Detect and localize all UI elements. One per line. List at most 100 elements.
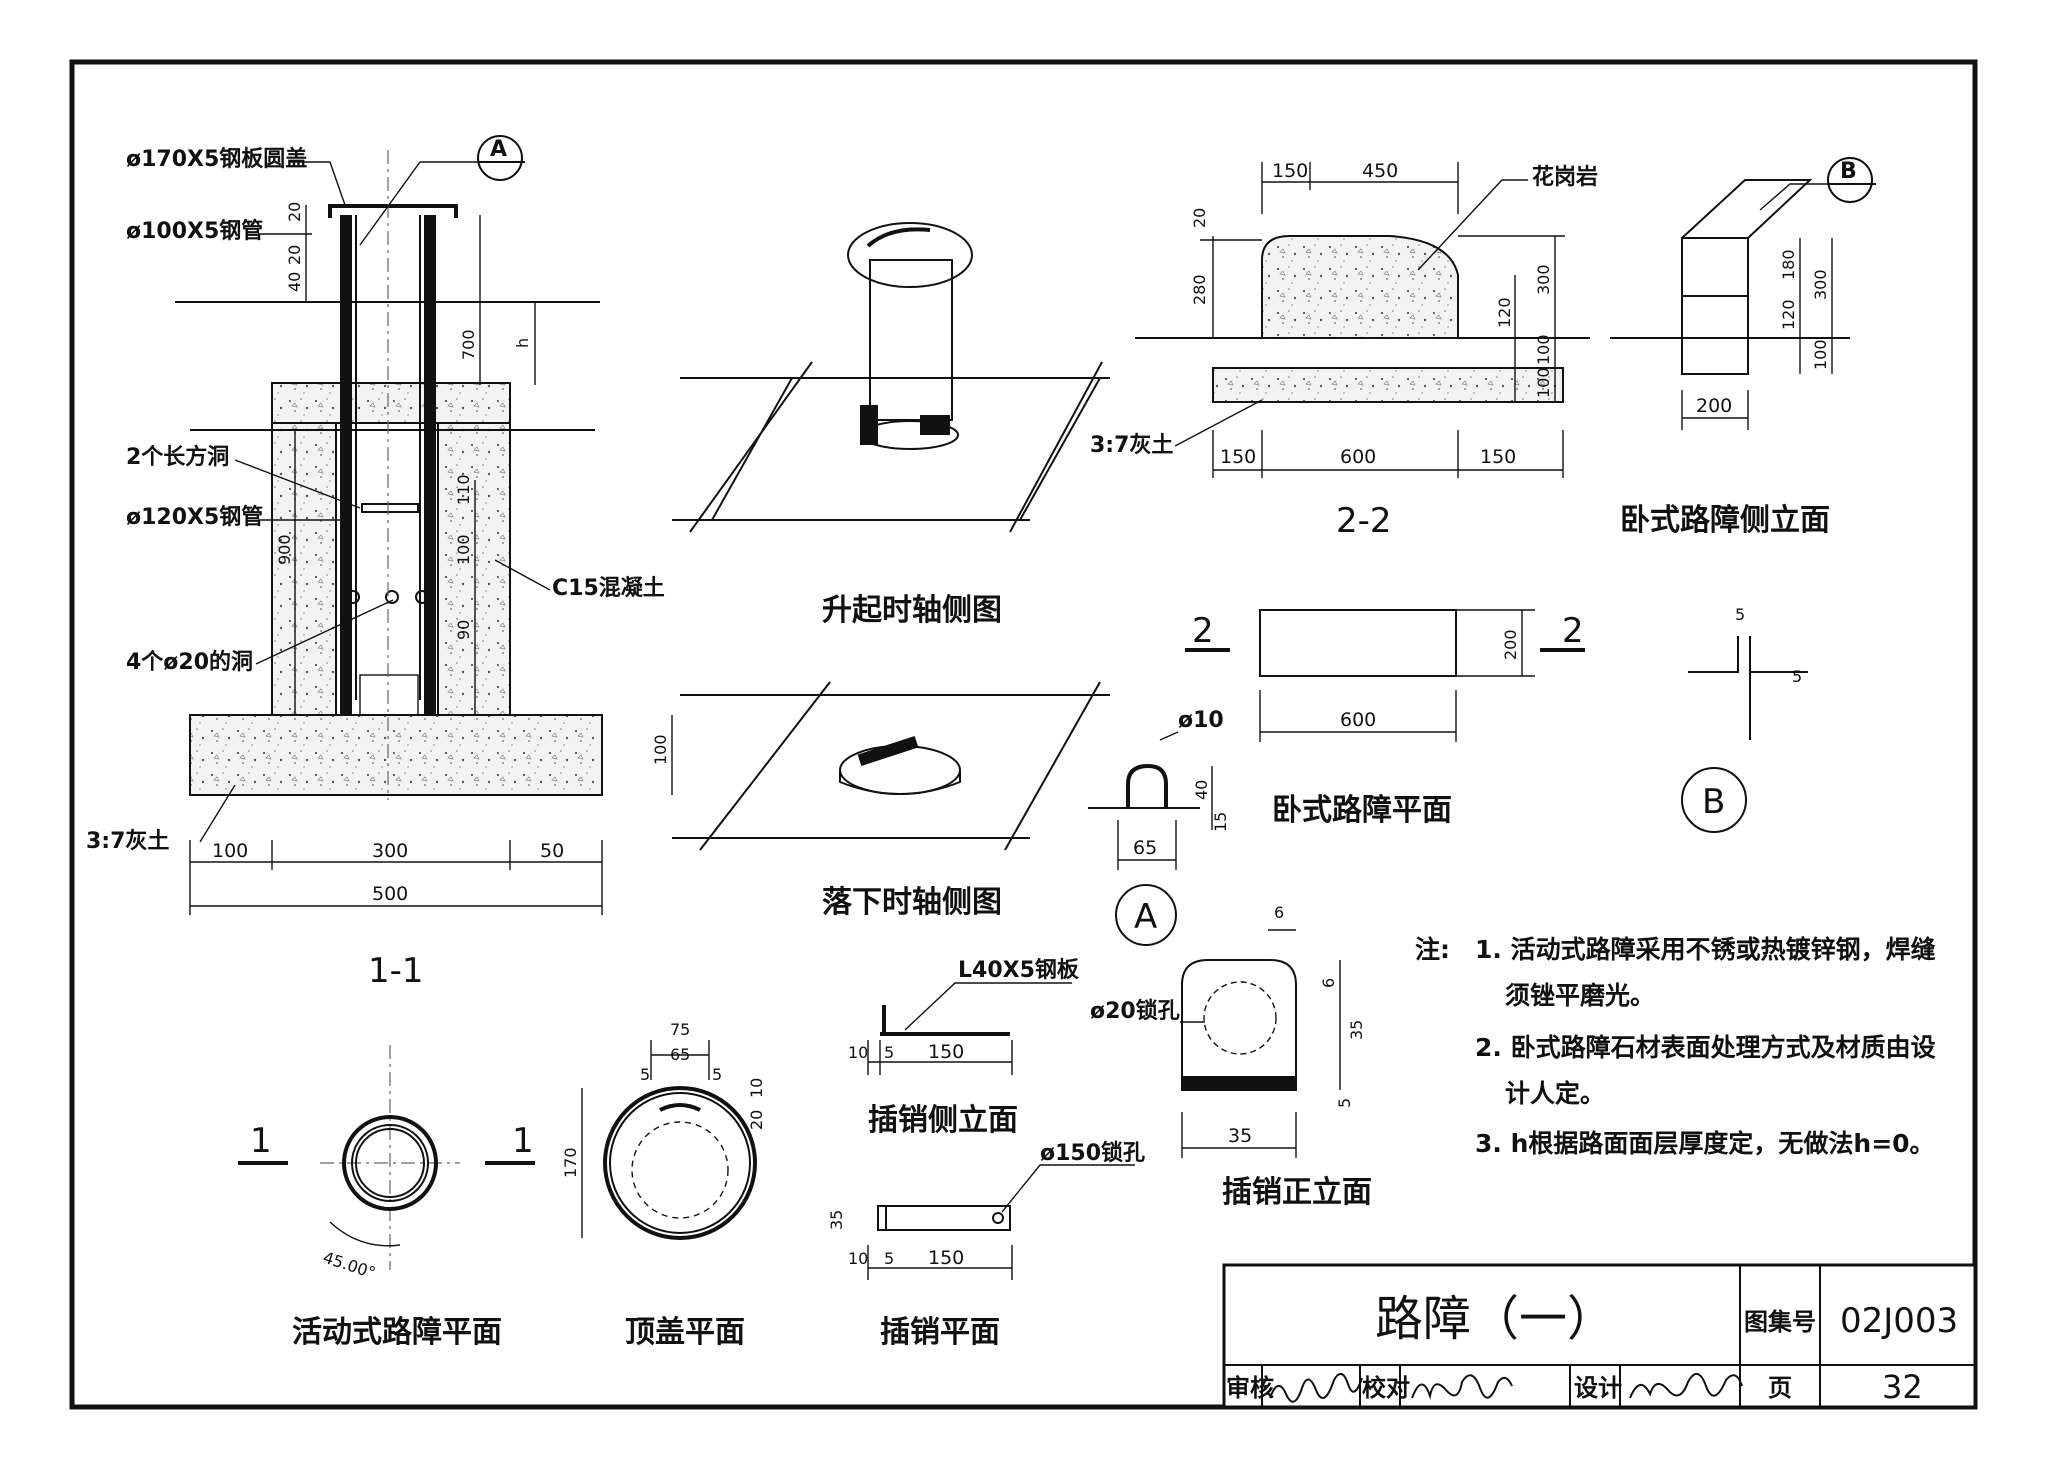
svg-text:10: 10 bbox=[848, 1249, 868, 1268]
note-line: 须锉平磨光。 bbox=[1505, 981, 1655, 1010]
callout-cover: ø170X5钢板圆盖 bbox=[126, 146, 307, 172]
caption-2-2: 2-2 bbox=[1336, 501, 1392, 541]
svg-text:6: 6 bbox=[1274, 903, 1284, 922]
caption-top-cover: 顶盖平面 bbox=[625, 1315, 745, 1350]
svg-text:100: 100 bbox=[1811, 339, 1830, 370]
slot-hole bbox=[361, 503, 419, 513]
svg-text:20: 20 bbox=[285, 245, 304, 265]
top-cover: 75 65 5 5 170 10 20 顶盖平面 bbox=[561, 1020, 766, 1350]
svg-text:300: 300 bbox=[1811, 269, 1830, 300]
svg-text:ø20锁孔: ø20锁孔 bbox=[1090, 998, 1180, 1024]
svg-text:40: 40 bbox=[1192, 780, 1211, 800]
page-no: 32 bbox=[1882, 1368, 1923, 1406]
svg-text:10: 10 bbox=[747, 1078, 766, 1098]
section-1-1: ø170X5钢板圆盖 ø100X5钢管 2个长方洞 ø120X5钢管 4个ø20… bbox=[86, 135, 673, 991]
svg-text:90: 90 bbox=[454, 620, 473, 640]
callout-120-pipe: ø120X5钢管 bbox=[126, 504, 263, 530]
callout-slots: 2个长方洞 bbox=[126, 444, 229, 470]
plan-view: 2 2 200 600 卧式路障平面 bbox=[1185, 609, 1585, 828]
svg-text:L40X5钢板: L40X5钢板 bbox=[958, 957, 1080, 983]
sheet-border bbox=[69, 59, 1978, 1410]
design-label: 设计 bbox=[1574, 1374, 1622, 1402]
pin-plan: ø150锁孔 35 10 5 150 插销平面 bbox=[827, 1140, 1145, 1350]
cover-plate bbox=[328, 204, 458, 218]
svg-text:100: 100 bbox=[454, 534, 473, 565]
svg-text:35: 35 bbox=[1347, 1020, 1366, 1040]
svg-text:40: 40 bbox=[285, 272, 304, 292]
svg-text:150: 150 bbox=[1480, 446, 1516, 468]
detail-ref-b bbox=[1827, 157, 1873, 203]
svg-text:200: 200 bbox=[1501, 629, 1520, 660]
review-label: 审核 bbox=[1226, 1374, 1274, 1402]
svg-text:300: 300 bbox=[1534, 264, 1553, 295]
check-label: 校对 bbox=[1362, 1374, 1410, 1402]
hole-20 bbox=[415, 590, 429, 604]
concrete-wall-right bbox=[437, 382, 511, 716]
svg-text:6: 6 bbox=[1319, 978, 1338, 988]
svg-text:A: A bbox=[1134, 897, 1157, 937]
title-block: 路障（一） 图集号 02J003 审核 校对 设计 页 32 bbox=[1222, 1263, 1977, 1409]
svg-text:20: 20 bbox=[1190, 208, 1209, 228]
svg-text:700: 700 bbox=[459, 329, 478, 360]
section-2-2: 花岗岩 3:7灰土 150 450 20 280 120 300 100 100… bbox=[1090, 160, 1598, 541]
pavement-band bbox=[271, 382, 511, 424]
svg-text:5: 5 bbox=[1735, 605, 1745, 624]
callout-c15: C15混凝土 bbox=[552, 575, 665, 601]
iso-lowered: 落下时轴侧图 bbox=[672, 681, 1110, 920]
svg-text:5: 5 bbox=[712, 1065, 722, 1084]
callout-lime-soil: 3:7灰土 bbox=[86, 828, 169, 854]
callout-100-pipe: ø100X5钢管 bbox=[126, 218, 263, 244]
svg-text:65: 65 bbox=[670, 1045, 690, 1064]
caption-pin-side: 插销侧立面 bbox=[868, 1103, 1018, 1138]
svg-text:1: 1 bbox=[250, 1121, 272, 1161]
svg-text:1: 1 bbox=[512, 1121, 534, 1161]
callout-lime-soil-2: 3:7灰土 bbox=[1090, 432, 1173, 458]
svg-text:600: 600 bbox=[1340, 709, 1376, 731]
svg-text:5: 5 bbox=[1792, 667, 1802, 686]
svg-text:h: h bbox=[513, 338, 532, 348]
pin-front: ø20锁孔 6 6 35 5 35 插销正立面 bbox=[1090, 903, 1372, 1210]
svg-text:5: 5 bbox=[640, 1065, 650, 1084]
svg-text:120: 120 bbox=[1779, 299, 1798, 330]
svg-text:100: 100 bbox=[651, 734, 670, 765]
svg-text:75: 75 bbox=[670, 1020, 690, 1039]
notes: 注: 1. 活动式路障采用不锈或热镀锌钢，焊缝 须锉平磨光。 2. 卧式路障石材… bbox=[1415, 935, 1936, 1158]
granite-block bbox=[1261, 235, 1459, 339]
svg-text:110: 110 bbox=[454, 474, 473, 505]
caption-pin-front: 插销正立面 bbox=[1222, 1175, 1372, 1210]
review-signature bbox=[1269, 1373, 1363, 1403]
svg-text:5: 5 bbox=[1335, 1098, 1354, 1108]
detail-ref-a bbox=[477, 135, 523, 181]
side-elevation: B 180 300 120 100 200 卧式路障侧立面 bbox=[1610, 157, 1876, 538]
base-slab bbox=[189, 714, 603, 796]
note-line: 计人定。 bbox=[1505, 1079, 1605, 1108]
page-label: 页 bbox=[1768, 1374, 1792, 1402]
callout-holes: 4个ø20的洞 bbox=[126, 649, 253, 675]
svg-text:20: 20 bbox=[285, 202, 304, 222]
detail-a: ø10 40 15 65 A bbox=[1088, 708, 1230, 946]
hole-20 bbox=[346, 590, 360, 604]
svg-text:280: 280 bbox=[1190, 274, 1209, 305]
lime-soil-base bbox=[1212, 367, 1564, 403]
svg-text:150: 150 bbox=[1272, 160, 1308, 182]
svg-text:300: 300 bbox=[372, 840, 408, 862]
svg-text:ø10: ø10 bbox=[1178, 708, 1224, 733]
svg-text:2: 2 bbox=[1192, 611, 1214, 651]
design-signature bbox=[1629, 1373, 1743, 1399]
check-signature bbox=[1411, 1374, 1513, 1400]
note-line: 3. h根据路面面层厚度定，无做法h=0。 bbox=[1475, 1129, 1935, 1158]
svg-text:50: 50 bbox=[540, 840, 564, 862]
svg-text:65: 65 bbox=[1133, 837, 1157, 859]
svg-text:600: 600 bbox=[1340, 446, 1376, 468]
svg-text:ø150锁孔: ø150锁孔 bbox=[1040, 1140, 1145, 1166]
svg-text:5: 5 bbox=[884, 1043, 894, 1062]
svg-text:150: 150 bbox=[928, 1247, 964, 1269]
caption-raised: 升起时轴侧图 bbox=[822, 593, 1002, 628]
svg-text:100: 100 bbox=[212, 840, 248, 862]
caption-side-elevation: 卧式路障侧立面 bbox=[1620, 503, 1830, 538]
active-plan: 1 1 45.00° 活动式路障平面 bbox=[238, 1045, 535, 1350]
svg-text:170: 170 bbox=[561, 1147, 580, 1178]
notes-prefix: 注: bbox=[1415, 935, 1450, 964]
detail-b: 5 5 B bbox=[1681, 605, 1808, 833]
svg-text:5: 5 bbox=[884, 1249, 894, 1268]
